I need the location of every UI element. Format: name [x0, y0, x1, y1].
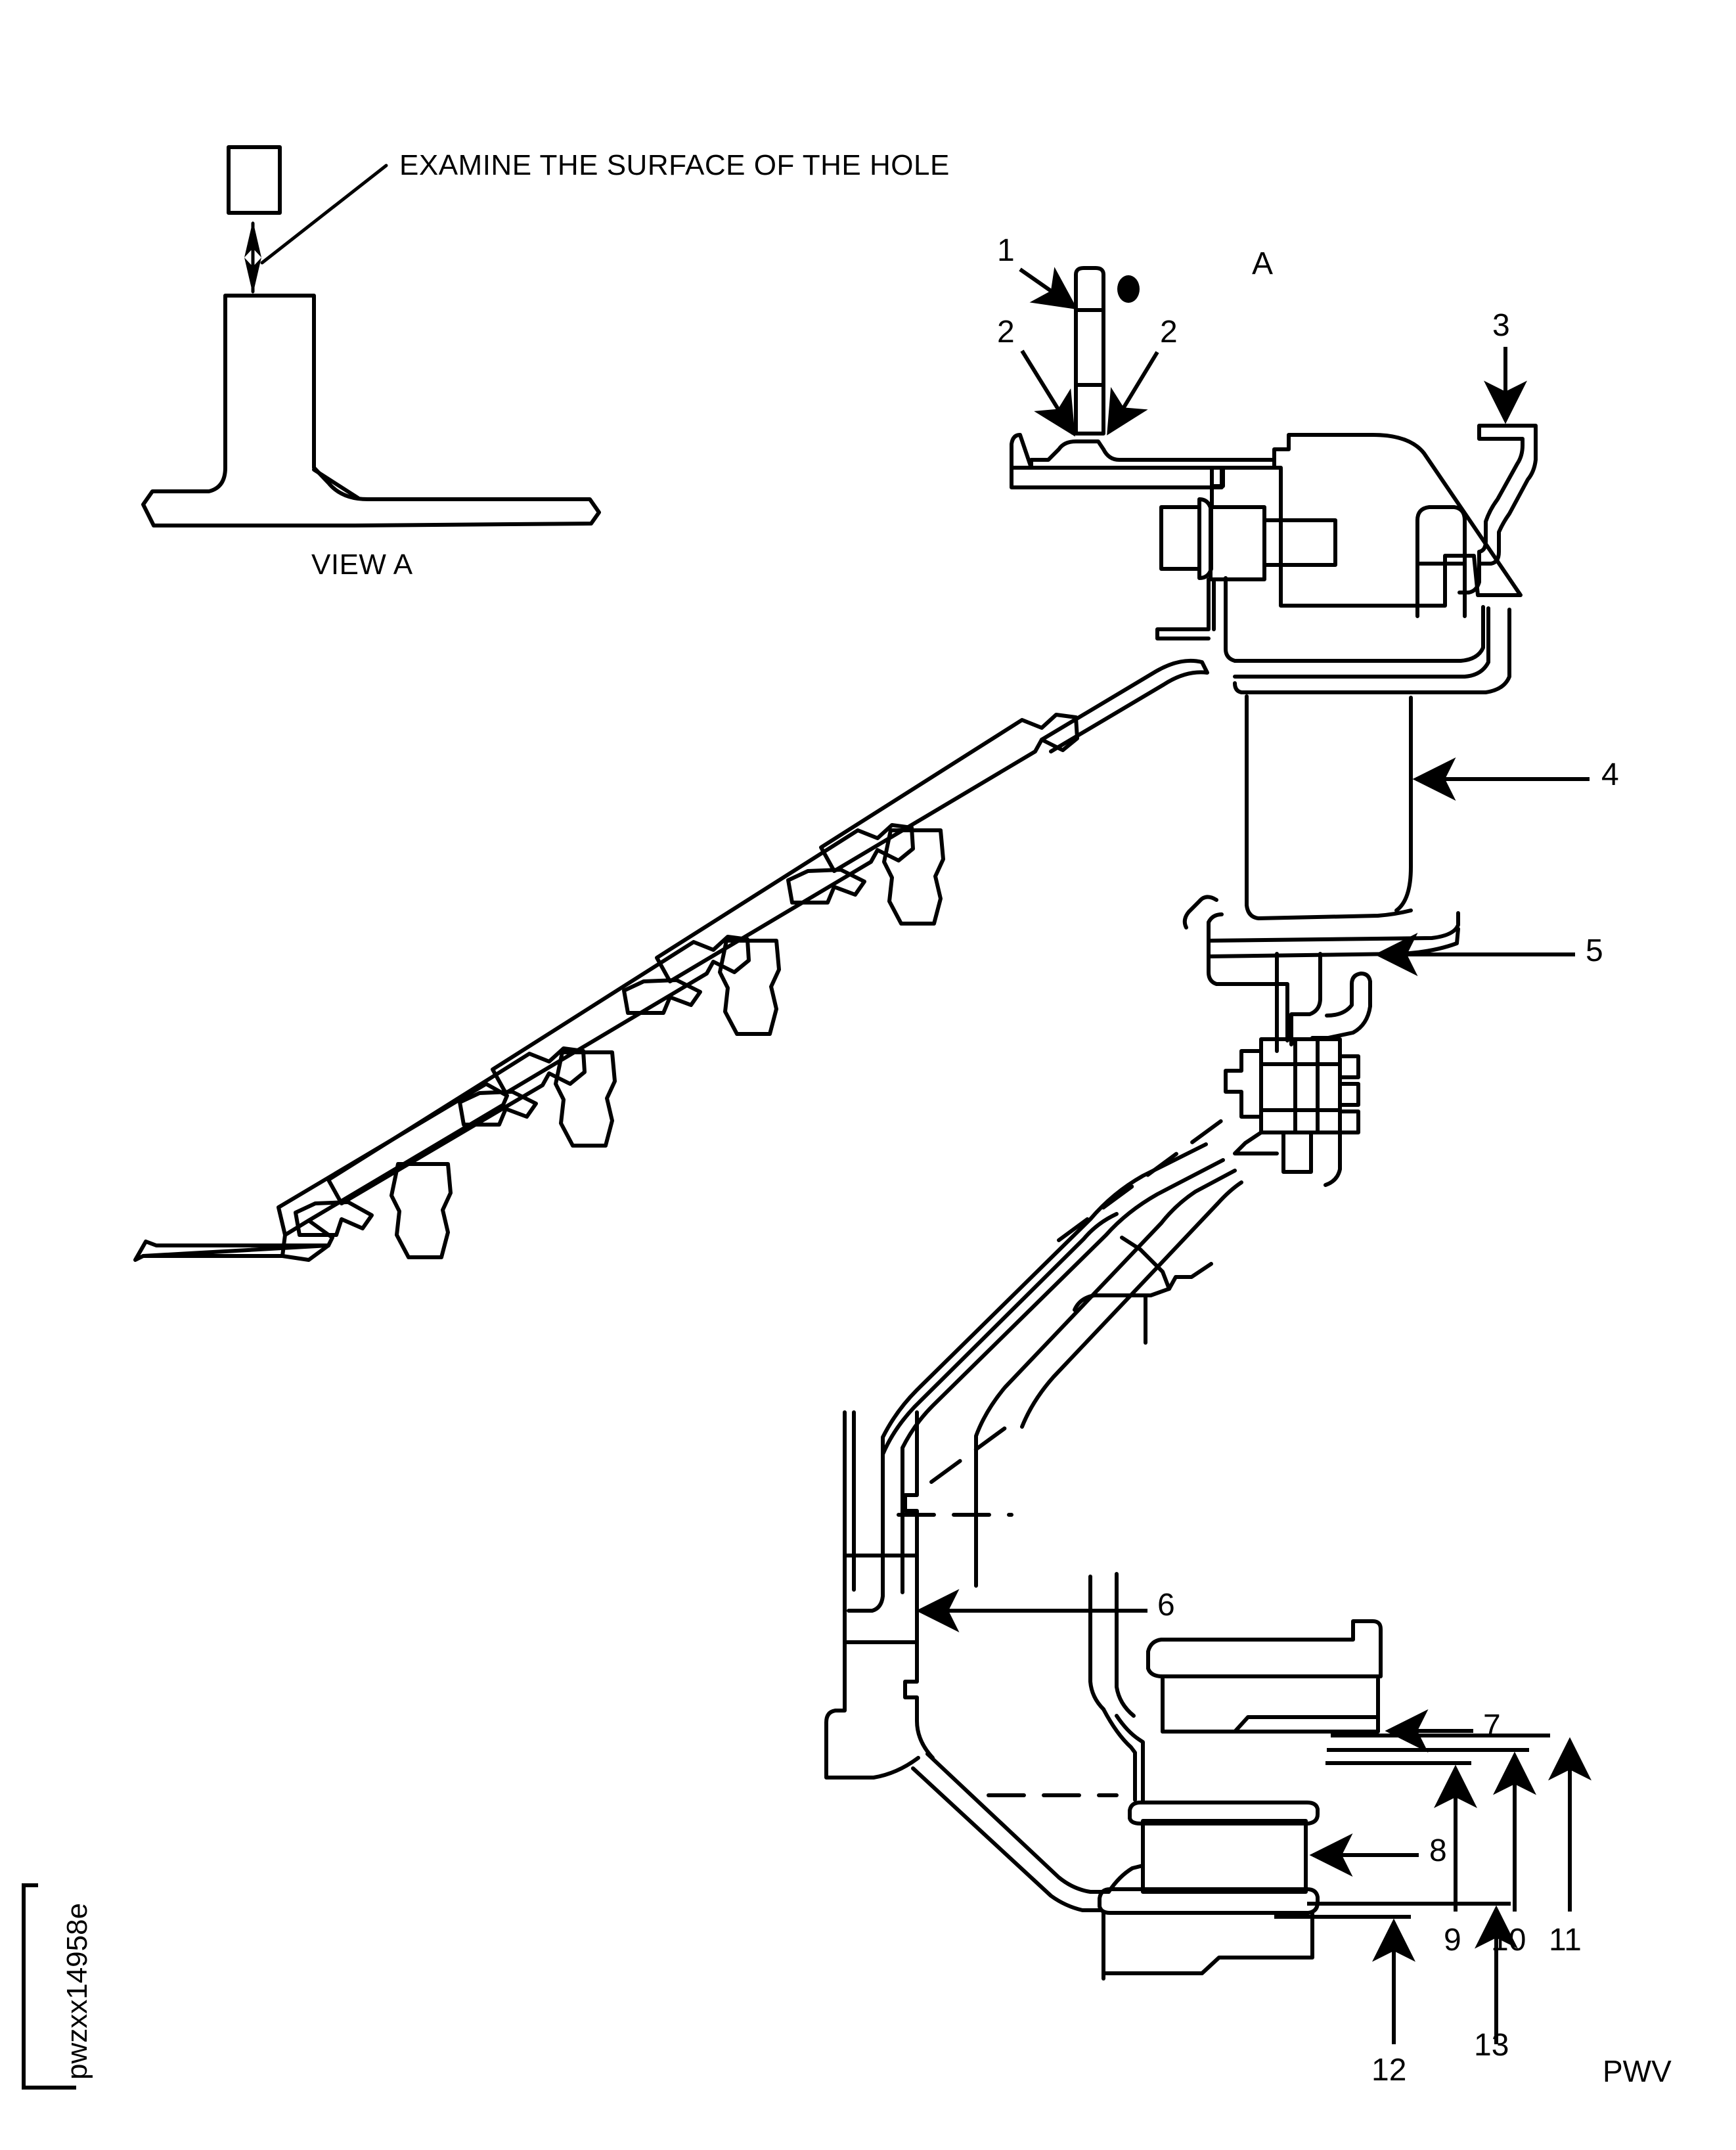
bolt-keeper [1210, 466, 1225, 488]
vane-platform-1 [141, 1219, 334, 1258]
callout-label-11: 11 [1549, 1923, 1582, 1958]
drum-lower-flare [1245, 903, 1413, 920]
lower-strut-fillet [1107, 1864, 1145, 1894]
spacer-block-8 [1141, 1819, 1308, 1894]
hidden-line-upper [1057, 1115, 1229, 1242]
disc-web-right [1289, 952, 1322, 1046]
cone-strut-left [974, 1169, 1237, 1588]
upper-flange-7-under [1161, 1677, 1380, 1734]
vane-shroud-strip [1040, 658, 1209, 753]
callout-label-12: 12 [1371, 2053, 1407, 2088]
seal-hook [1310, 972, 1372, 1040]
vane-root-2 [389, 1162, 453, 1259]
retainer-tab [1477, 424, 1538, 566]
sheet-code: PWV [1603, 2054, 1672, 2088]
retainer-tab-skirt [1458, 562, 1481, 594]
point-a-marker [1117, 275, 1140, 303]
cone-outer-wall-2 [901, 1158, 1225, 1594]
flange-lower-rib [1233, 606, 1490, 679]
callout-label-5: 5 [1586, 933, 1603, 968]
leader-2a [1020, 349, 1075, 437]
flange-vertical-rib [1415, 505, 1467, 618]
drum-disc-top [1207, 911, 1460, 943]
drum-wall-outer [1394, 696, 1413, 912]
vane-root-4 [718, 939, 781, 1036]
view-a-measure-arrow-up [244, 221, 261, 258]
callout-label-13: 13 [1474, 2028, 1509, 2063]
vane-airfoil-4 [655, 823, 915, 983]
vane-segment-2 [294, 1200, 374, 1237]
callout-label-8: 8 [1429, 1833, 1447, 1868]
lower-strut-a [925, 1752, 1111, 1894]
lower-wall-inner [1088, 1575, 1105, 1711]
bolt-lock-tab [1155, 577, 1211, 640]
leader-2b [1107, 351, 1159, 436]
vane-root-5 [882, 828, 945, 926]
cone-outer-wall [847, 1142, 1208, 1613]
vane-segment-4 [622, 978, 702, 1015]
flange-drum-transition [1233, 605, 1485, 663]
cone-nose-block [1073, 1236, 1171, 1312]
upper-flange-7 [1146, 1619, 1383, 1678]
vane-segment-3 [458, 1090, 538, 1127]
view-a-coupon-square [227, 145, 282, 215]
cone-strut-diag [1020, 1180, 1243, 1429]
callout-label-9: 9 [1444, 1923, 1461, 1958]
disc-left-hook [1182, 895, 1218, 929]
vane-root-3 [554, 1050, 617, 1148]
callout-label-7: 7 [1483, 1709, 1501, 1743]
disc-web-left [1207, 954, 1289, 1042]
lower-wall-outer [1115, 1572, 1136, 1718]
note-leader-line [260, 164, 388, 265]
upper-flange-7-lip [1161, 1715, 1380, 1734]
cone-inner-wall [881, 1212, 1119, 1456]
vane-airfoil-1 [277, 1082, 509, 1237]
view-a-base-step [312, 468, 360, 500]
vane-segment-1 [133, 1240, 330, 1262]
lower-hub-fillet [1115, 1714, 1145, 1804]
view-a-measure-arrow-down [244, 258, 261, 294]
rim-foot [824, 1693, 920, 1780]
flange-outer-lip [1233, 608, 1511, 694]
callout-label-4: 4 [1601, 757, 1619, 792]
bolt-shank [1262, 518, 1337, 567]
lower-strut-b [911, 1766, 1103, 1912]
base-foot [1102, 1911, 1314, 1975]
rim-step-upper [903, 1410, 919, 1557]
leader-1 [1019, 267, 1078, 310]
callout-label-1: 1 [997, 233, 1015, 268]
callout-label-6: 6 [1157, 1588, 1175, 1623]
detail-point-label-a: A [1252, 246, 1274, 281]
vane-segment-5 [786, 868, 866, 905]
rim-step-lower [903, 1640, 935, 1760]
upper-flange-plate [1010, 433, 1523, 608]
cone-nose-step [1167, 1262, 1213, 1291]
lower-hub-fillet2 [1102, 1707, 1137, 1802]
callout-label-3: 3 [1492, 308, 1510, 343]
callout-label-2b: 2 [1160, 315, 1178, 349]
spacer-top-plate [1128, 1801, 1320, 1825]
callout-label-10: 10 [1491, 1923, 1526, 1958]
view-a-caption: VIEW A [311, 549, 413, 581]
labyrinth-seal-block [1224, 1037, 1360, 1187]
examine-note: EXAMINE THE SURFACE OF THE HOLE [399, 149, 950, 181]
figure-code: pwzxx14958e [61, 1902, 93, 2080]
callout-label-2a: 2 [997, 315, 1015, 349]
spacer-bottom-plate [1098, 1887, 1320, 1915]
hidden-line-lower [929, 1416, 1021, 1484]
view-a-tee-profile [141, 294, 601, 527]
